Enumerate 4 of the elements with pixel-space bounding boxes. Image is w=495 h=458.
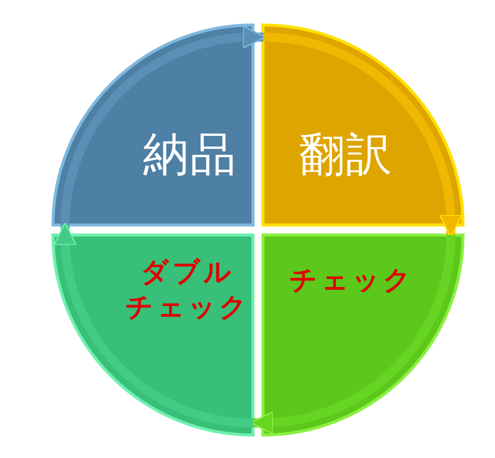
step-label: 翻訳 [298,128,394,182]
step-label: ダブルチェック [124,256,252,324]
step-label: チェック [288,264,416,297]
step-label: 納品 [142,128,238,182]
